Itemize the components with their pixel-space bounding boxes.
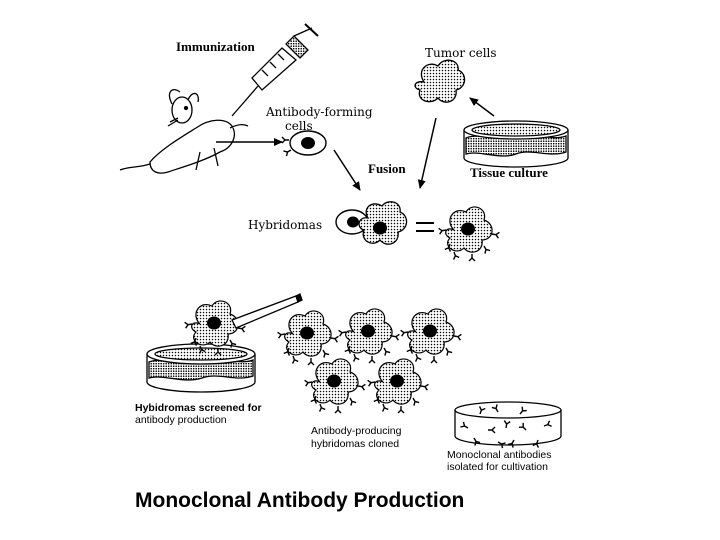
label-isolated: Monoclonal antibodies — [447, 449, 552, 461]
mouse-illustration — [119, 89, 249, 174]
diagram-title: Monoclonal Antibody Production — [135, 489, 465, 512]
cloned-hybridoma-cell — [278, 311, 339, 365]
cloned-hybridoma-cell — [305, 359, 366, 413]
label-immunization: Immunization — [176, 39, 255, 54]
hybridoma-cell — [439, 207, 500, 261]
pipette-illustration — [231, 293, 303, 329]
tumor-cell — [414, 59, 466, 103]
label-hybridomas: Hybridomas — [248, 218, 323, 232]
cloned-hybridoma-cell — [368, 359, 429, 413]
cloned-hybridoma-cell — [401, 309, 462, 363]
arrow-cells-to-hybridoma — [333, 149, 361, 191]
label-screened: Hybidromas screened for — [135, 402, 262, 414]
label-tissue-culture: Tissue culture — [470, 165, 548, 180]
label-fusion: Fusion — [368, 161, 406, 176]
label-screened-production: antibody production — [135, 414, 227, 426]
hybridoma-fused-cells — [335, 201, 408, 245]
arrow-culture-to-tumor — [469, 97, 495, 117]
label-isolated-cultivation: isolated for cultivation — [447, 461, 548, 473]
antibody-dish — [454, 401, 562, 446]
cloned-hybridoma-cell — [339, 309, 400, 363]
tissue-culture-dish — [463, 120, 569, 168]
arrow-tumor-to-hybridoma — [417, 117, 437, 189]
syringe-illustration — [231, 23, 319, 117]
label-cloned-hybridomas: hybridomas cloned — [311, 438, 400, 450]
screening-dish — [146, 343, 256, 393]
label-antibody-forming: Antibody-forming — [266, 105, 373, 119]
label-antibody-forming-cells: cells — [285, 119, 313, 133]
equals-sign — [416, 222, 434, 232]
label-cloned: Antibody-producing — [311, 425, 402, 437]
antibody-forming-cell — [281, 130, 327, 157]
label-tumor-cells: Tumor cells — [425, 46, 497, 60]
